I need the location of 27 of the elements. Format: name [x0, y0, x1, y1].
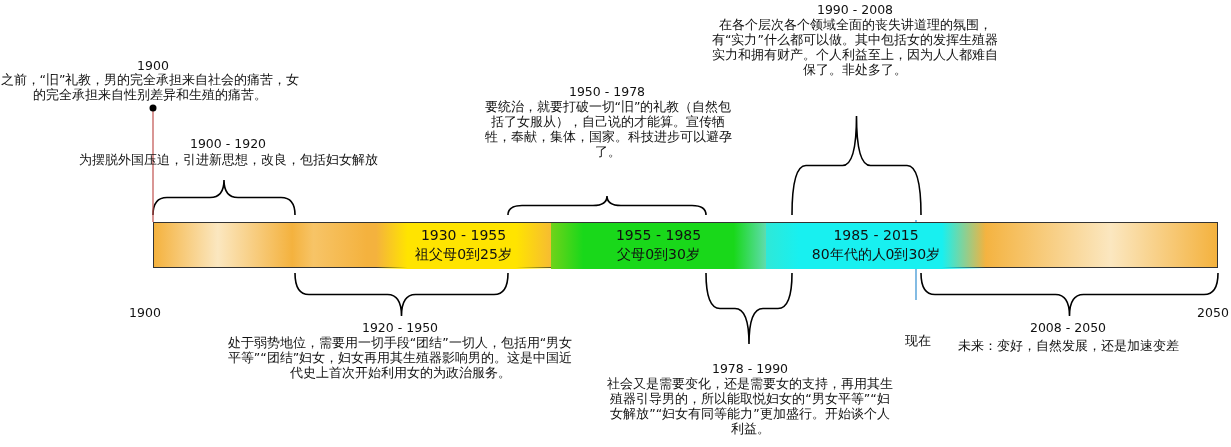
annotation-text: 要统治，就要打破一切“旧”的礼教（自然包括了女服从），自己说的才能算。宣传牺牲，奉献，集体，国家。科技进步可以避孕了。	[484, 99, 732, 159]
annotation-text: 在各个层次各个领域全面的丧失讲道理的氛围，有“实力”什么都可以做。其中包括女的发挥生殖器实力和拥有财产。个人利益至上，因为人人都难自保了。非处多了。	[712, 17, 998, 77]
timeline-bar	[153, 222, 1218, 268]
annotation-text: 为摆脱外国压迫，引进新思想，改良，包括妇女解放	[77, 152, 379, 167]
era-description: 父母0到30岁	[616, 245, 701, 264]
year-range: 1985 - 2015	[832, 226, 920, 245]
year-range: 1978 - 1990	[710, 361, 790, 376]
year-range: 1900 - 1920	[188, 136, 268, 151]
year-range: 1955 - 1985	[614, 226, 703, 245]
era-description: 80年代的人0到30岁	[810, 245, 942, 264]
annotation-text: 未来：变好，自然发展，还是加速变差	[956, 338, 1180, 353]
era-band	[376, 223, 551, 269]
year-range: 1950 - 1978	[567, 84, 647, 99]
year-label: 1900	[136, 58, 170, 73]
annotation-text: 之前，“旧”礼教，男的完全承担来自社会的痛苦，女的完全承担来自性别差异和生殖的痛苦。	[0, 72, 300, 102]
era-description: 祖父母0到25岁	[414, 245, 513, 264]
year-range: 2008 - 2050	[1028, 320, 1108, 335]
year-range: 1920 - 1950	[360, 320, 440, 335]
era-band	[766, 223, 986, 269]
year-range: 1990 - 2008	[815, 2, 895, 17]
axis-label: 1900	[128, 305, 162, 320]
year-range: 1930 - 1955	[419, 226, 508, 245]
axis-label: 2050	[1196, 305, 1230, 320]
annotation-text: 处于弱势地位，需要用一切手段“团结”一切人，包括用“男女平等”“团结”妇女，妇女再用其生殖器影响男的。这是中国近代史上首次开始利用女的为政治服务。	[226, 335, 574, 380]
now-label: 现在	[904, 333, 932, 348]
era-band	[551, 223, 766, 269]
annotation-text: 社会又是需要变化，还是需要女的支持，再用其生殖器引导男的，所以能取悦妇女的“男女平等”“妇女解放”“妇女有同等能力”更加盛行。开始谈个人利益。	[606, 376, 894, 436]
